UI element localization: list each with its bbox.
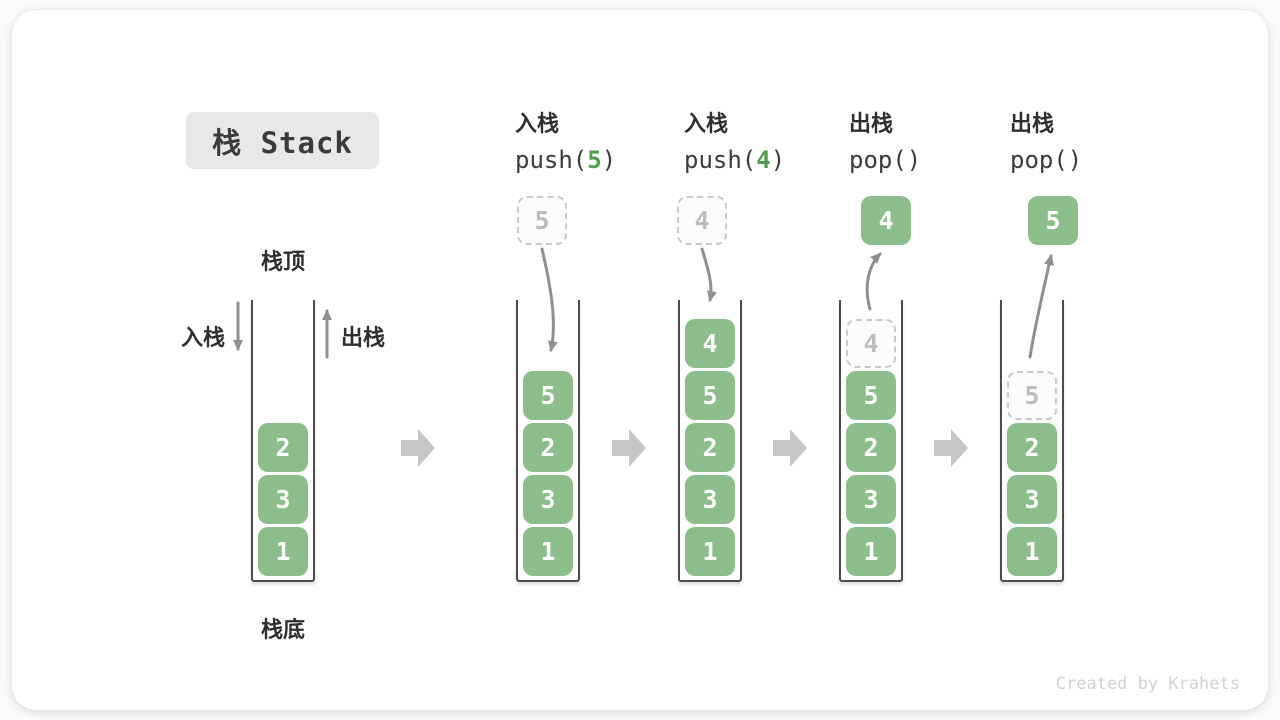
flying-block-dashed: 4 xyxy=(677,196,727,245)
stack-block: 2 xyxy=(846,423,896,472)
operation-code: push(5) xyxy=(515,146,617,174)
push-arg-value: 5 xyxy=(587,146,602,174)
operation-name: 入栈 xyxy=(684,111,729,136)
operation-name: 入栈 xyxy=(515,111,560,136)
ghost-block: 5 xyxy=(1007,371,1057,420)
stack-block: 1 xyxy=(523,527,573,576)
stack-block: 3 xyxy=(846,475,896,524)
flying-block-solid: 5 xyxy=(1028,196,1078,245)
stack-block: 3 xyxy=(685,475,735,524)
operation-label-push5: 入栈 push(5) xyxy=(515,106,685,174)
operation-label-pop2: 出栈 pop() xyxy=(1010,106,1180,174)
operation-name: 出栈 xyxy=(849,111,894,136)
title-badge: 栈 Stack xyxy=(186,112,379,169)
stack-block: 5 xyxy=(685,371,735,420)
operation-code: pop() xyxy=(849,146,922,174)
stack-block: 5 xyxy=(523,371,573,420)
stack-block: 5 xyxy=(846,371,896,420)
stack-block: 2 xyxy=(258,423,308,472)
stack-block: 2 xyxy=(523,423,573,472)
watermark: Created by Krahets xyxy=(1055,674,1240,694)
stack-block: 1 xyxy=(846,527,896,576)
operation-label-pop1: 出栈 pop() xyxy=(849,106,1019,174)
push-side-label: 入栈 xyxy=(180,325,225,350)
stack-block: 3 xyxy=(523,475,573,524)
operation-name: 出栈 xyxy=(1010,111,1055,136)
operation-code: pop() xyxy=(1010,146,1083,174)
stack-block: 3 xyxy=(258,475,308,524)
operation-label-push4: 入栈 push(4) xyxy=(684,106,854,174)
stack-block: 1 xyxy=(685,527,735,576)
stack-bottom-label: 栈底 xyxy=(260,617,305,642)
stack-block: 3 xyxy=(1007,475,1057,524)
operation-code: push(4) xyxy=(684,146,786,174)
ghost-block: 4 xyxy=(846,319,896,368)
stack-container-1 xyxy=(251,300,315,582)
stack-block: 2 xyxy=(1007,423,1057,472)
stack-container-4 xyxy=(839,300,903,582)
pop-side-label: 出栈 xyxy=(341,325,386,350)
stack-block: 2 xyxy=(685,423,735,472)
stack-block: 1 xyxy=(1007,527,1057,576)
flying-block-dashed: 5 xyxy=(517,196,567,245)
stack-block: 1 xyxy=(258,527,308,576)
stack-container-3 xyxy=(678,300,742,582)
push-arg-value: 4 xyxy=(756,146,771,174)
stack-container-5 xyxy=(1000,300,1064,582)
stack-block: 4 xyxy=(685,319,735,368)
stack-top-label: 栈顶 xyxy=(260,249,305,274)
stack-container-2 xyxy=(516,300,580,582)
page-title: 栈 Stack xyxy=(212,125,353,160)
flying-block-solid: 4 xyxy=(861,196,911,245)
